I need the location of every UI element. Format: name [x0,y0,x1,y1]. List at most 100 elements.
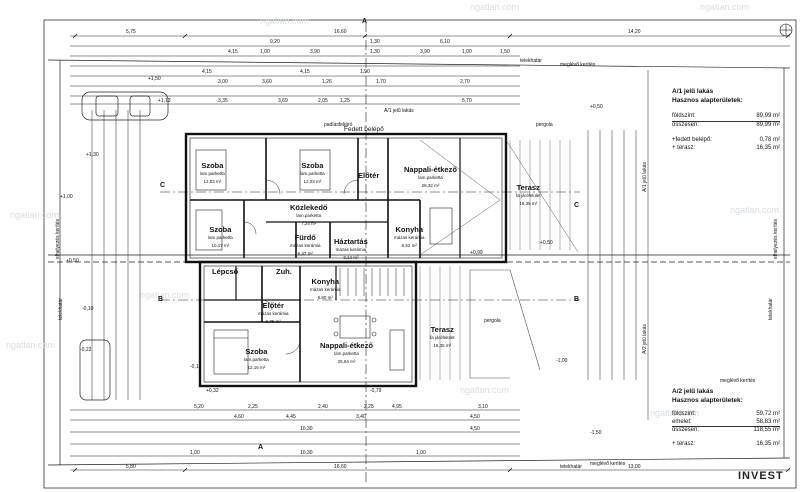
dim-bottom: 5,20 [194,404,204,410]
car-icon-lower [79,339,111,401]
watermark-text: ngatlan.com [140,290,190,300]
pergola-lines [469,269,541,379]
section-mark-c-left: C [160,182,166,189]
dim-bottom: 4,50 [470,426,480,432]
level-mark: -0,10 [82,306,94,312]
dim-top: 9,20 [270,39,280,45]
label-padlasfeljaro: padlásfeljáró [324,122,353,128]
watermark-text: ngatlan.com [6,340,56,350]
label-telekhatar: telekhatár [520,58,542,64]
invest-logo: INVEST [738,470,784,482]
a2-row: összesen:118,55 m² [672,427,780,433]
dim-top: 6,10 [440,39,450,45]
a1-row: földszint:89,99 m² [672,113,780,122]
level-mark: +0,32 [206,388,219,394]
dim-bottom: 4,60 [234,414,244,420]
section-mark-a-bottom: A [258,444,264,451]
dim-bottom: 10,30 [300,450,313,456]
a2-title: A/2 jelű lakás [672,388,714,395]
a1-area-summary: A/1 jelű lakás Hasznos alapterületek: fö… [672,88,780,152]
dim-bottom: 4,45 [286,414,296,420]
level-mark: +1,00 [60,194,73,200]
section-mark-c-right: C [574,202,580,209]
label-meglevo-kerites: meglévő kerítés [560,62,596,68]
level-mark: +1,50 [148,76,161,82]
a2-row: földszint:59,72 m² [672,411,780,417]
sofa-a2 [389,329,405,371]
dim-bottom: 1,00 [416,450,426,456]
dim-bottom: 3,10 [478,404,488,410]
level-mark: +0,99 [470,250,483,256]
dim-top: 1,70 [376,79,386,85]
a1-subtitle: Hasznos alapterületek: [672,96,743,104]
dim-top: 4,15 [228,49,238,55]
dim-bottom: 2,40 [318,404,328,410]
label-meglevo-kerites: meglévő kerítés [720,378,756,384]
building-a2-walls [198,260,418,388]
stairs [339,268,405,296]
dim-top: 1,00 [462,49,472,55]
dim-top: 3,60 [262,79,272,85]
label-pergola: pergola [484,318,501,324]
beds-a1 [195,149,331,251]
a2-row: + terasz:16,35 m² [672,440,780,447]
room-label: Előtér [358,171,380,180]
dim-top: 4,15 [300,69,310,75]
dim-bottom: 2,25 [364,404,374,410]
label-kerites-left: elhelyezés kerítés [55,218,62,260]
drawing-frame [43,19,797,489]
level-mark: -1,00 [556,358,568,364]
label-meglevo-kerites: meglévő kerítés [590,461,626,467]
right-dimension-lines [587,70,649,420]
room-label: Zuh. [276,267,292,276]
dim-top: 1,50 [500,49,510,55]
dim-top: 4,15 [202,69,212,75]
dim-bottom: 1,00 [190,450,200,456]
roof-hip-lines-a1 [419,139,579,256]
level-mark: -1,50 [590,430,602,436]
dim-bottom: 13,00 [628,464,641,470]
dim-bottom: 4,50 [470,414,480,420]
label-telekhatar-left: telekhatár [57,298,64,320]
a1-row: +fedett belépő:0,78 m² [672,137,780,143]
dim-top: 1,25 [340,98,350,104]
bottom-dimension-lines [70,409,790,471]
dim-bottom: 16,60 [334,464,347,470]
a1-title: A/1 jelű lakás [672,88,714,95]
label-a1-entrance: A/1 jelű lakás [384,108,414,114]
label-fedett-belepo: Fedett belépő [344,126,384,133]
dim-top: 2,05 [318,98,328,104]
label-a1-vertical: A/1 jelű lakás [641,162,648,192]
dining-table-a2 [333,315,377,339]
watermark-text: ngatlan.com [260,16,310,26]
level-mark: -0,22 [80,347,92,353]
dim-top: 5,70 [462,98,472,104]
a2-subtitle: Hasznos alapterületek: [672,396,743,404]
dim-bottom: 4,95 [392,404,402,410]
dim-top: 1,30 [370,49,380,55]
watermark-text: ngatlan.com [730,205,780,215]
label-a2-vertical: A/2 jelű lakás [641,324,648,354]
dim-top: 14,20 [628,29,641,35]
compass-mark [779,23,793,37]
watermark-text: ngatlan.com [460,385,510,395]
room-label: Lépcső [212,267,239,276]
dim-top: 2,70 [460,79,470,85]
level-mark: +0,50 [540,240,553,246]
level-mark: +1,30 [86,152,99,158]
a1-row: + terasz:16,35 m² [672,144,780,151]
watermark-text: ngatlan.com [470,2,520,12]
label-telekhatar: telekhatár [560,464,582,470]
